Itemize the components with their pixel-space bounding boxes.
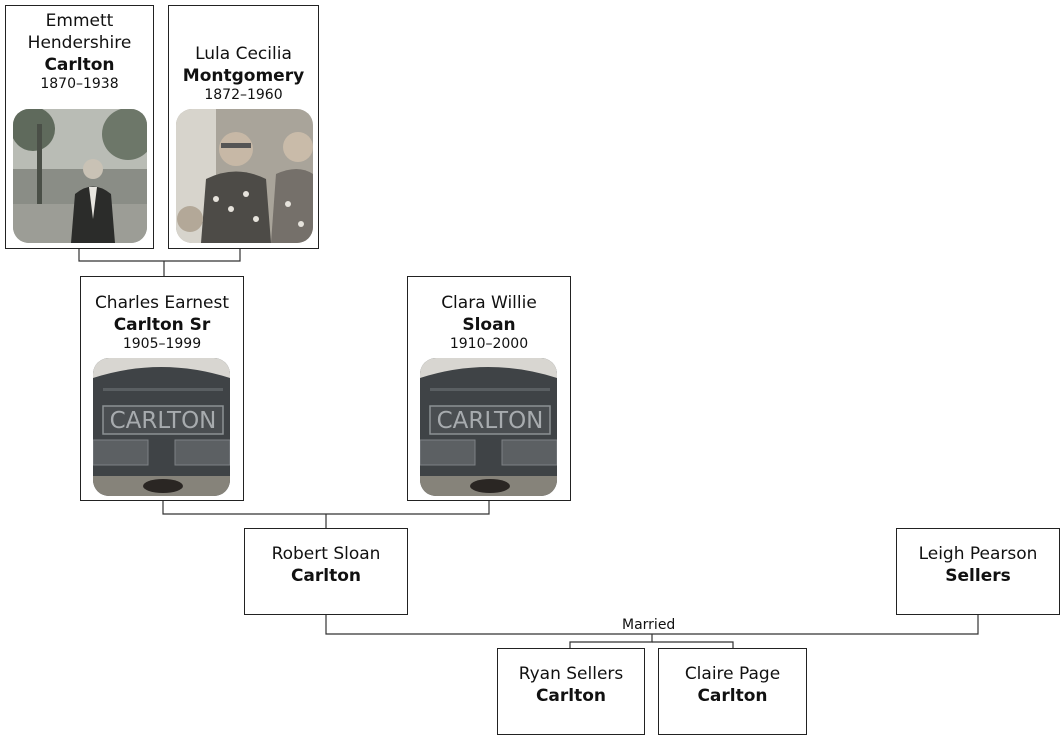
life-years: 1910–2000 — [408, 336, 570, 353]
marriage-label: Married — [622, 617, 675, 633]
surname: Sellers — [897, 565, 1059, 587]
given-name: Clara Willie — [408, 277, 570, 314]
surname: Carlton — [498, 685, 644, 707]
given-name: Claire Page — [659, 649, 806, 685]
person-card-leigh[interactable]: Leigh Pearson Sellers — [896, 528, 1060, 615]
life-years: 1872–1960 — [169, 87, 318, 104]
person-card-claire[interactable]: Claire Page Carlton — [658, 648, 807, 735]
person-card-clara[interactable]: Clara Willie Sloan 1910–2000 CARLTON — [407, 276, 571, 501]
surname: Carlton — [245, 565, 407, 587]
gravestone-photo: CARLTON — [93, 358, 230, 496]
portrait-photo — [176, 109, 313, 243]
gravestone-inscription: CARLTON — [110, 408, 217, 434]
couple-connector — [79, 248, 240, 261]
surname: Carlton — [659, 685, 806, 707]
person-card-charles[interactable]: Charles Earnest Carlton Sr 1905–1999 CAR… — [80, 276, 244, 501]
given-name: Charles Earnest — [81, 277, 243, 314]
portrait-photo — [13, 109, 147, 243]
descent-connector — [570, 634, 652, 648]
life-years: 1870–1938 — [6, 76, 153, 93]
person-card-emmett[interactable]: Emmett Hendershire Carlton 1870–1938 — [5, 5, 154, 249]
surname: Montgomery — [169, 65, 318, 87]
surname: Sloan — [408, 314, 570, 336]
person-card-ryan[interactable]: Ryan Sellers Carlton — [497, 648, 645, 735]
person-card-robert[interactable]: Robert Sloan Carlton — [244, 528, 408, 615]
given-name: Lula Cecilia — [169, 6, 318, 65]
given-name: Robert Sloan — [245, 529, 407, 565]
surname: Carlton — [6, 54, 153, 76]
given-name: Leigh Pearson — [897, 529, 1059, 565]
given-name: Ryan Sellers — [498, 649, 644, 685]
surname: Carlton Sr — [81, 314, 243, 336]
gravestone-inscription: CARLTON — [437, 408, 544, 434]
person-card-lula[interactable]: Lula Cecilia Montgomery 1872–1960 — [168, 5, 319, 249]
gravestone-photo: CARLTON — [420, 358, 557, 496]
couple-connector — [163, 500, 489, 514]
given-name: Emmett Hendershire — [6, 6, 153, 54]
life-years: 1905–1999 — [81, 336, 243, 353]
